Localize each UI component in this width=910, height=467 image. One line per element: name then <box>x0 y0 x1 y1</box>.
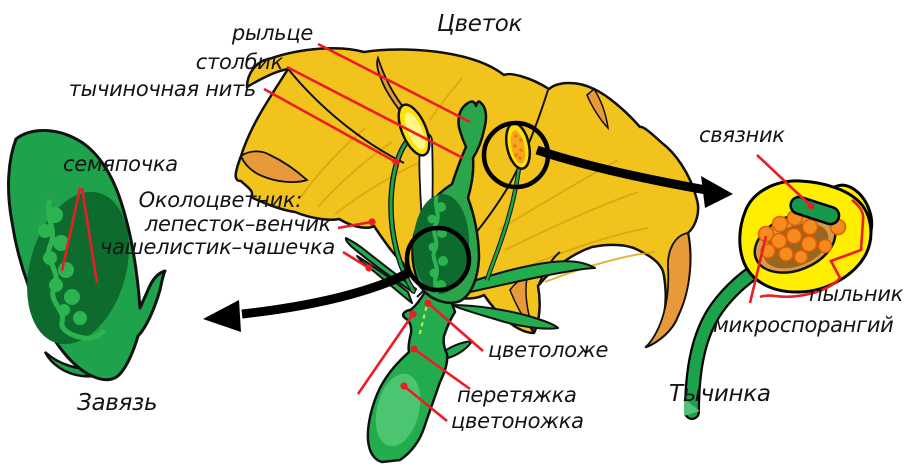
flower-illustration <box>234 47 700 464</box>
label-ovule: семяпочка <box>63 152 178 176</box>
label-anther: пыльник <box>809 282 904 306</box>
connective-shape <box>789 195 841 226</box>
leader-pedicel <box>403 384 448 423</box>
stamen-detail-illustration <box>684 179 874 420</box>
leader-petal <box>337 220 372 230</box>
ovules <box>38 207 87 325</box>
leader-style <box>286 65 464 160</box>
leader-connective <box>756 154 812 207</box>
label-filament: тычиночная нить <box>68 77 257 101</box>
label-microsporangium: микроспорангий <box>713 313 894 337</box>
label-connective: связник <box>699 123 785 147</box>
leader-filament <box>263 87 397 164</box>
anther-bracket <box>759 198 865 299</box>
label-stamen: Тычинка <box>669 381 771 407</box>
petal-streaks <box>299 77 656 283</box>
label-constriction: перетяжка <box>457 383 577 407</box>
label-petal-corolla: лепесток–венчик <box>144 212 331 236</box>
diagram-title: Цветок <box>437 11 523 37</box>
leader-constriction <box>413 347 471 391</box>
leader-dots <box>365 158 815 390</box>
label-receptacle: цветоложе <box>488 338 609 362</box>
petal-orange-right-horn <box>586 87 610 131</box>
label-pedicel: цветоножка <box>451 409 584 433</box>
label-stigma: рыльце <box>231 21 313 45</box>
leader-microsporangium <box>748 235 768 304</box>
left-stamen <box>388 103 431 294</box>
label-style: столбик <box>195 50 284 74</box>
petal-orange-left-curl <box>239 150 309 183</box>
arrow-to-stamen-detail <box>535 145 707 195</box>
leader-stigma <box>317 42 471 124</box>
magnifier-marks <box>203 120 733 332</box>
pedicel-highlight <box>375 373 421 447</box>
label-ovary: Завязь <box>77 390 158 416</box>
stem-tip-highlight <box>684 399 700 416</box>
leader-ovule-a <box>60 187 82 272</box>
leader-lower-receptacle <box>356 313 415 395</box>
label-sepal-calyx: чашелистик–чашечка <box>99 235 335 259</box>
arrow-to-ovary-detail <box>241 268 413 319</box>
ovule-chain-large <box>46 199 107 341</box>
ovary-interior <box>412 194 470 294</box>
ovary-magnifier-circle <box>404 225 472 293</box>
leader-ovule-b <box>80 187 99 284</box>
leader-receptacle <box>427 302 484 352</box>
leader-sepal <box>342 250 370 270</box>
ovary-detail-illustration <box>7 129 167 382</box>
leader-lines <box>60 42 865 423</box>
label-perianth-heading: Околоцветник: <box>138 188 303 212</box>
petal-orange-right-curl <box>645 231 692 348</box>
